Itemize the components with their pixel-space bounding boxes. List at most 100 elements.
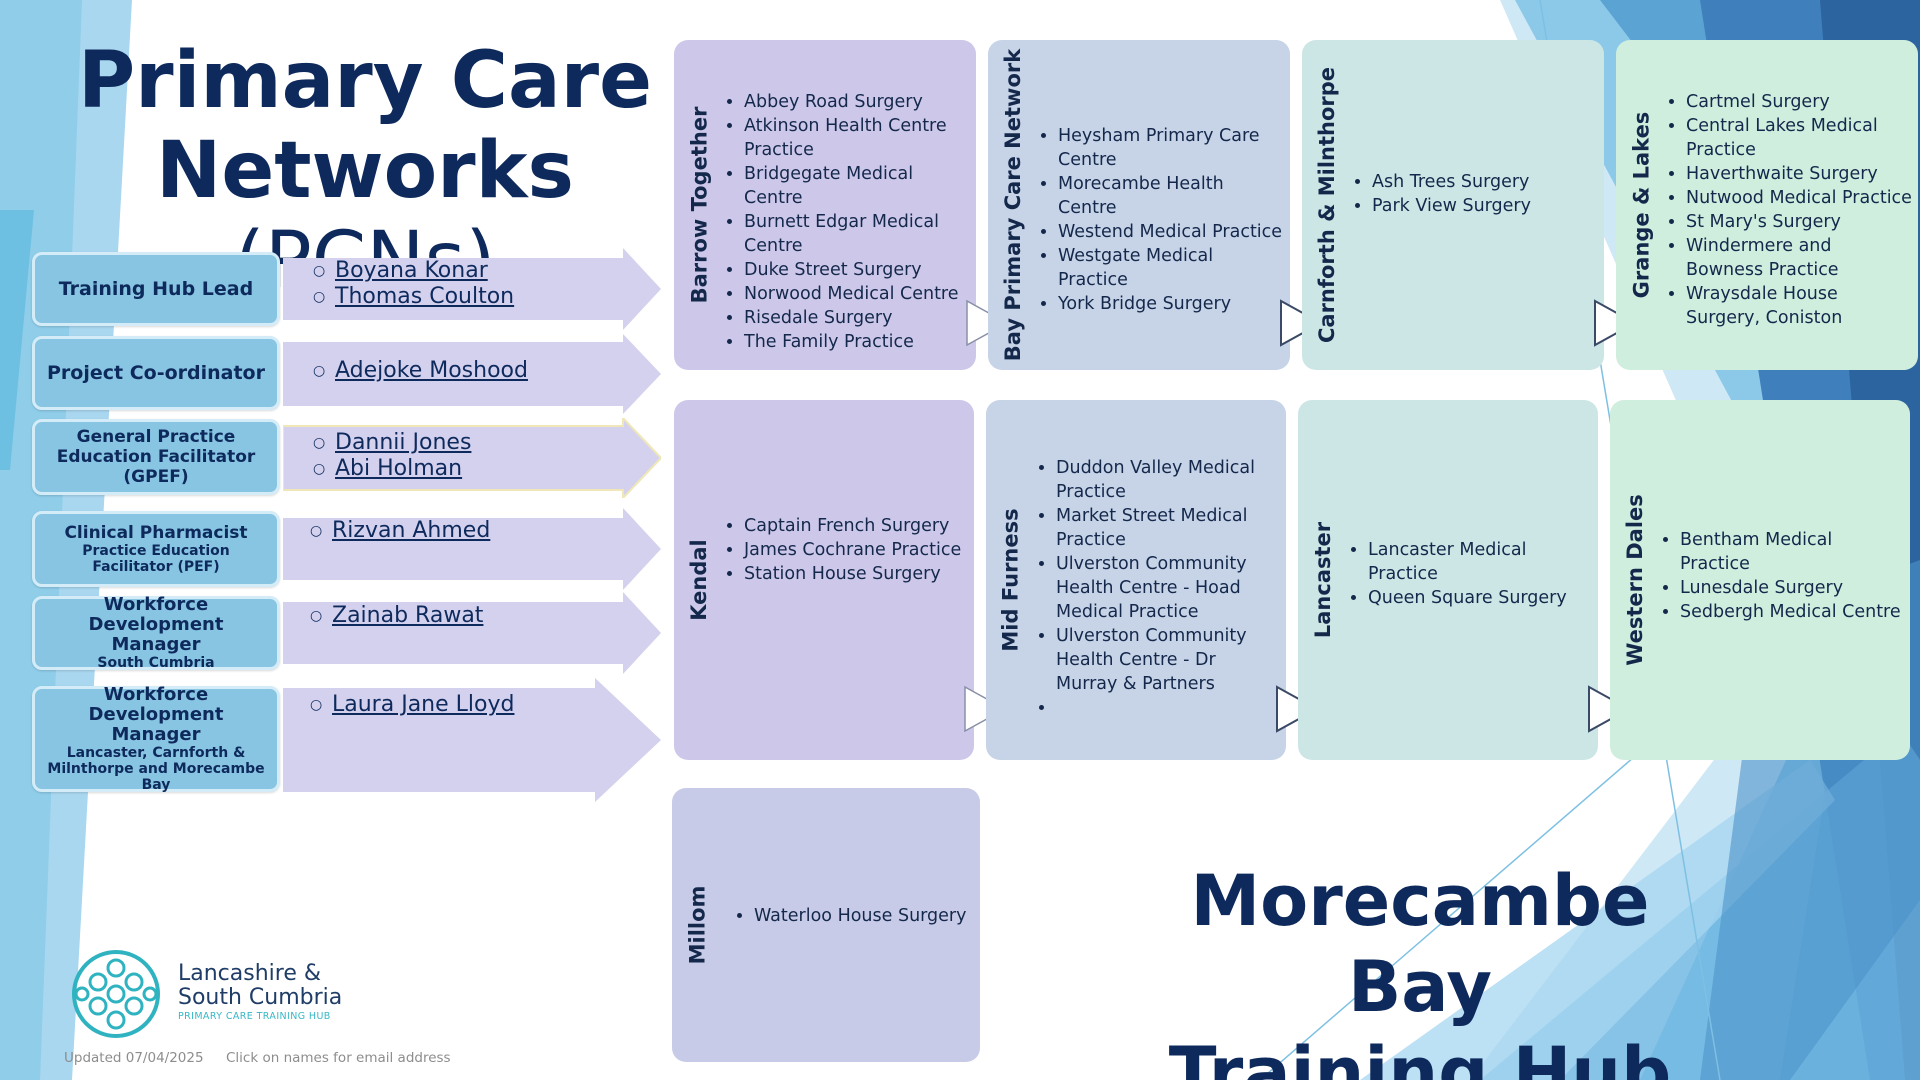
practice-item: Westgate Medical Practice — [1058, 244, 1284, 292]
practice-item: James Cochrane Practice — [744, 538, 968, 562]
pcn-millom: Millom Waterloo House Surgery — [672, 788, 980, 1062]
role-title: Clinical Pharmacist — [64, 522, 248, 543]
role-subtitle: Lancaster, Carnforth & Milnthorpe and Mo… — [47, 745, 265, 793]
pcn-label: Mid Furness — [999, 508, 1023, 652]
name-list: Zainab Rawat — [310, 603, 483, 629]
practice-item: Park View Surgery — [1372, 194, 1598, 218]
practice-item: Westend Medical Practice — [1058, 220, 1284, 244]
play-arrow-icon — [1276, 685, 1320, 733]
practice-item: Central Lakes Medical Practice — [1686, 114, 1912, 162]
name-link[interactable]: Rizvan Ahmed — [310, 518, 490, 544]
pcn-label: Grange & Lakes — [1629, 111, 1653, 299]
role-project-coordinator: Project Co-ordinator — [32, 336, 280, 410]
practice-item: Atkinson Health Centre Practice — [744, 114, 970, 162]
practice-item: Lancaster Medical Practice — [1368, 538, 1592, 586]
pcn-grange-lakes: Grange & Lakes Cartmel Surgery Central L… — [1616, 40, 1918, 370]
practice-list: Duddon Valley Medical Practice Market St… — [1038, 456, 1280, 720]
pcn-label: Kendal — [687, 539, 711, 621]
play-arrow-icon — [1280, 299, 1324, 347]
arrow-project-coordinator: Adejoke Moshood — [283, 334, 661, 414]
arrow-clinical-pharmacist: Rizvan Ahmed — [283, 508, 661, 590]
role-subtitle: South Cumbria — [97, 655, 215, 671]
name-link[interactable]: Zainab Rawat — [310, 603, 483, 629]
practice-item: Duddon Valley Medical Practice — [1056, 456, 1280, 504]
practice-item: Abbey Road Surgery — [744, 90, 970, 114]
practice-item: Ash Trees Surgery — [1372, 170, 1598, 194]
pcn-label: Western Dales — [1623, 494, 1648, 666]
pcn-kendal: Kendal Captain French Surgery James Coch… — [674, 400, 1007, 760]
name-link[interactable]: Adejoke Moshood — [313, 358, 528, 384]
name-list: Adejoke Moshood — [313, 358, 528, 384]
role-subtitle: Practice Education Facilitator (PEF) — [82, 542, 230, 575]
role-gpef: General Practice Education Facilitator (… — [32, 419, 280, 495]
pcn-western-dales: Western Dales Bentham Medical Practice L… — [1610, 400, 1910, 760]
practice-item: The Family Practice — [744, 330, 970, 354]
arrow-training-hub-lead: Boyana Konar Thomas Coulton — [283, 248, 661, 330]
practice-list: Abbey Road Surgery Atkinson Health Centr… — [726, 90, 970, 354]
practice-item: Windermere and Bowness Practice — [1686, 234, 1912, 282]
role-workforce-south-cumbria: Workforce Development Manager South Cumb… — [32, 594, 280, 671]
hub-title: Morecambe Bay Training Hub — [1120, 858, 1720, 1080]
role-title: Workforce Development Manager — [88, 684, 224, 745]
practice-list: Heysham Primary Care Centre Morecambe He… — [1040, 124, 1284, 316]
name-link[interactable]: Thomas Coulton — [313, 284, 514, 310]
org-tagline: PRIMARY CARE TRAINING HUB — [178, 1011, 331, 1022]
name-link[interactable]: Laura Jane Lloyd — [310, 692, 514, 718]
name-link[interactable]: Boyana Konar — [313, 258, 514, 284]
practice-item: Ulverston Community Health Centre - Hoad… — [1056, 552, 1280, 624]
hub-title-line-1: Morecambe Bay — [1190, 860, 1650, 1028]
practice-item: York Bridge Surgery — [1058, 292, 1284, 316]
pcn-label: Lancaster — [1311, 521, 1336, 639]
name-list: Dannii Jones Abi Holman — [313, 430, 471, 482]
practice-list: Lancaster Medical Practice Queen Square … — [1350, 538, 1592, 610]
practice-item: Nutwood Medical Practice — [1686, 186, 1912, 210]
practice-list: Bentham Medical Practice Lunesdale Surge… — [1662, 528, 1904, 624]
updated-date: Updated 07/04/2025 — [64, 1050, 204, 1066]
role-title: Training Hub Lead — [58, 277, 254, 300]
page-title-networks: Networks — [156, 126, 574, 216]
email-hint: Click on names for email address — [226, 1050, 451, 1066]
lsc-network-logo-icon — [72, 950, 160, 1038]
practice-item: Burnett Edgar Medical Centre — [744, 210, 970, 258]
practice-list: Waterloo House Surgery — [736, 904, 974, 928]
play-arrow-icon — [1594, 299, 1638, 347]
practice-item: Wraysdale House Surgery, Coniston — [1686, 282, 1912, 330]
practice-item: Lunesdale Surgery — [1680, 576, 1904, 600]
name-list: Boyana Konar Thomas Coulton — [313, 258, 514, 310]
arrow-workforce-south-cumbria: Zainab Rawat — [283, 592, 661, 674]
practice-item: Morecambe Health Centre — [1058, 172, 1284, 220]
hub-title-line-2: Training Hub — [1168, 1032, 1672, 1080]
role-workforce-lancaster: Workforce Development Manager Lancaster,… — [32, 684, 280, 793]
pcn-lancaster: Lancaster Lancaster Medical Practice Que… — [1298, 400, 1632, 760]
page-title-line-1: Primary Care — [78, 36, 652, 126]
role-training-hub-lead: Training Hub Lead — [32, 252, 280, 326]
play-arrow-icon — [966, 299, 1009, 347]
practice-item: Bridgegate Medical Centre — [744, 162, 970, 210]
pcn-label: Carnforth & Milnthorpe — [1315, 66, 1339, 344]
pcn-bay-primary-care-network: Bay Primary Care Network Heysham Primary… — [988, 40, 1324, 370]
name-link[interactable]: Abi Holman — [313, 456, 471, 482]
practice-item: Sedbergh Medical Centre — [1680, 600, 1904, 624]
role-title: General Practice Education Facilitator (… — [56, 427, 256, 487]
practice-item: Duke Street Surgery — [744, 258, 970, 282]
practice-item: Risedale Surgery — [744, 306, 970, 330]
pcn-carnforth-milnthorpe: Carnforth & Milnthorpe Ash Trees Surgery… — [1302, 40, 1638, 370]
pcn-barrow-together: Barrow Together Abbey Road Surgery Atkin… — [674, 40, 1009, 370]
name-list: Rizvan Ahmed — [310, 518, 490, 544]
practice-list: Ash Trees Surgery Park View Surgery — [1354, 170, 1598, 218]
name-link[interactable]: Dannii Jones — [313, 430, 471, 456]
practice-list: Captain French Surgery James Cochrane Pr… — [726, 514, 968, 586]
practice-item: Market Street Medical Practice — [1056, 504, 1280, 552]
practice-item: Captain French Surgery — [744, 514, 968, 538]
pcn-label: Barrow Together — [687, 106, 712, 304]
role-clinical-pharmacist-pef: Clinical Pharmacist Practice Education F… — [32, 511, 280, 587]
pcn-label: Bay Primary Care Network — [1001, 48, 1026, 362]
practice-item: St Mary's Surgery — [1686, 210, 1912, 234]
play-arrow-icon — [964, 685, 1007, 733]
role-title: Project Co-ordinator — [47, 361, 265, 384]
pcn-mid-furness: Mid Furness Duddon Valley Medical Practi… — [986, 400, 1320, 760]
org-name-line-2: South Cumbria — [178, 985, 343, 1010]
practice-item: Waterloo House Surgery — [754, 904, 974, 928]
pcn-label: Millom — [685, 885, 709, 965]
role-title: Workforce Development Manager — [88, 594, 224, 655]
